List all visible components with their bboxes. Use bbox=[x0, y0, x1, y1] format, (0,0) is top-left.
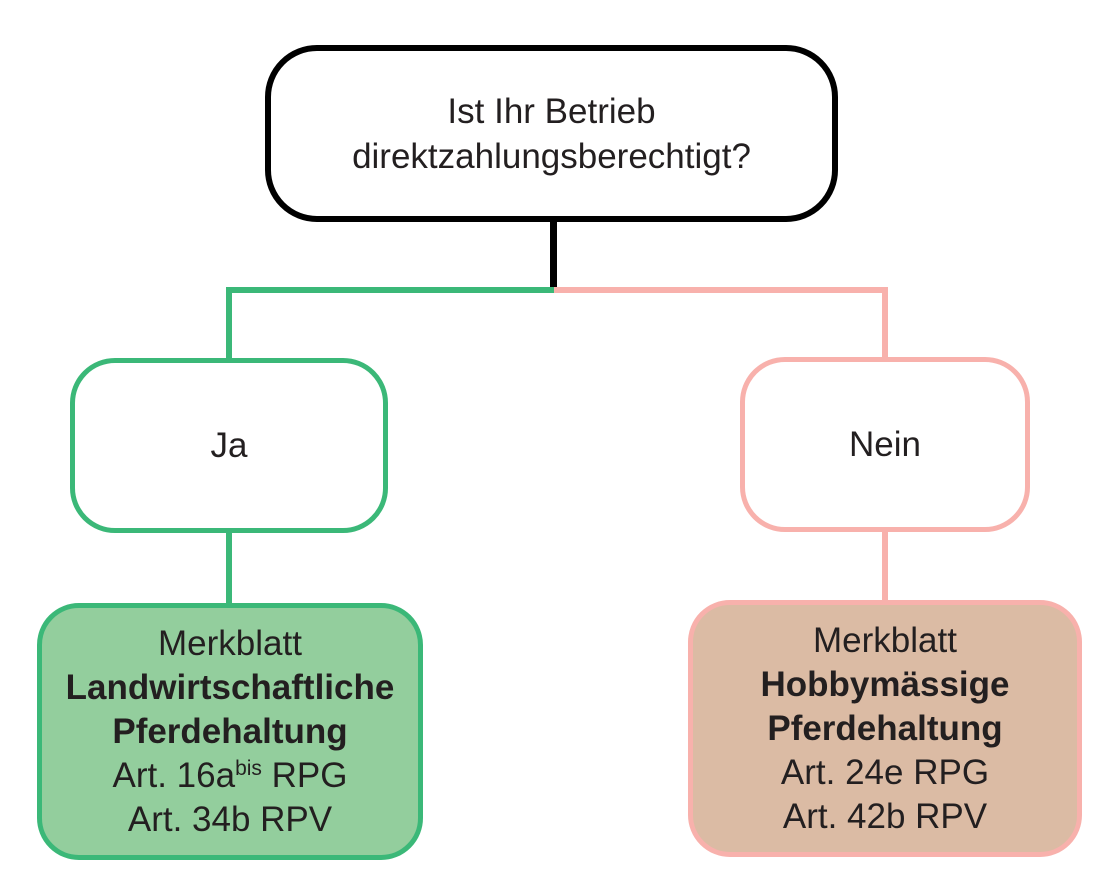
no-outcome-drop-connector bbox=[882, 529, 888, 603]
yes-outcome-name-line1: Landwirtschaftliche bbox=[65, 667, 395, 707]
no-outcome-node: Merkblatt Hobbymässige Pferdehaltung Art… bbox=[688, 600, 1082, 857]
yes-horizontal-connector bbox=[226, 287, 554, 293]
no-branch-drop-connector bbox=[882, 287, 888, 360]
yes-outcome-ref2: Art. 34b RPV bbox=[127, 799, 333, 839]
no-horizontal-connector bbox=[554, 287, 888, 293]
root-question-line2: direktzahlungsberechtigt? bbox=[352, 136, 751, 176]
yes-outcome-ref1-base: Art. 16a bbox=[112, 755, 236, 795]
no-outcome-title: Merkblatt bbox=[813, 620, 957, 660]
yes-branch-node: Ja bbox=[70, 358, 388, 533]
yes-outcome-title: Merkblatt bbox=[158, 623, 302, 663]
yes-outcome-drop-connector bbox=[226, 530, 232, 606]
yes-branch-label: Ja bbox=[210, 425, 248, 465]
yes-outcome-ref1: Art. 16abis RPG bbox=[112, 754, 347, 798]
root-question-line1: Ist Ihr Betrieb bbox=[447, 91, 656, 131]
yes-outcome-ref1-superscript: bis bbox=[235, 756, 262, 780]
no-outcome-name-line1: Hobbymässige bbox=[760, 664, 1010, 704]
no-branch-label: Nein bbox=[849, 424, 921, 464]
yes-outcome-node: Merkblatt Landwirtschaftliche Pferdehalt… bbox=[37, 603, 423, 860]
yes-outcome-ref1-rest: RPG bbox=[261, 755, 348, 795]
yes-outcome-name-line2: Pferdehaltung bbox=[112, 711, 348, 751]
no-branch-node: Nein bbox=[740, 357, 1030, 532]
root-question-node: Ist Ihr Betrieb direktzahlungsberechtigt… bbox=[265, 45, 838, 222]
no-outcome-name-line2: Pferdehaltung bbox=[767, 708, 1003, 748]
no-outcome-ref2: Art. 42b RPV bbox=[782, 796, 988, 836]
yes-branch-drop-connector bbox=[226, 287, 232, 361]
root-stem-connector bbox=[550, 219, 557, 293]
no-outcome-ref1: Art. 24e RPG bbox=[780, 752, 990, 792]
